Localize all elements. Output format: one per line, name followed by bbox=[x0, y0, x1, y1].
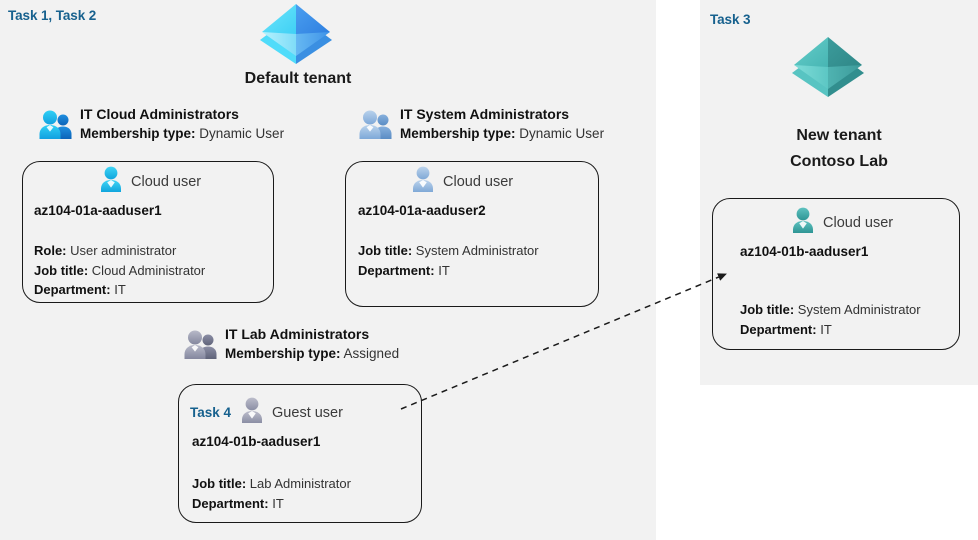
card-property-value: IT bbox=[272, 495, 284, 511]
group-membership-label: Membership type: bbox=[400, 126, 516, 141]
task-label-1-2: Task 1, Task 2 bbox=[8, 8, 97, 23]
card-user-type: Cloud user bbox=[823, 214, 894, 231]
card-properties: Job title: System Administrator Departme… bbox=[740, 300, 921, 339]
task-label-3: Task 3 bbox=[710, 12, 751, 27]
group-membership-value: Assigned bbox=[343, 346, 400, 361]
contoso-tenant-caption-line2: Contoso Lab bbox=[790, 153, 888, 170]
card-property-row: Department: IT bbox=[34, 280, 205, 300]
card-user-header: Task 4 Guest user bbox=[190, 396, 343, 429]
card-property-value: IT bbox=[114, 282, 126, 297]
card-property-value: System Administrator bbox=[797, 302, 921, 317]
group-membership-label: Membership type: bbox=[80, 126, 196, 141]
card-property-row: Department: IT bbox=[192, 494, 351, 514]
cloud-user-icon bbox=[410, 165, 436, 198]
card-properties: Role: User administrator Job title: Clou… bbox=[34, 241, 205, 300]
group-it-cloud-administrators: IT Cloud Administrators Membership type:… bbox=[38, 105, 284, 146]
group-title: IT Cloud Administrators bbox=[80, 106, 239, 122]
card-user-type: Cloud user bbox=[131, 173, 202, 190]
card-property-value: IT bbox=[820, 321, 832, 337]
card-user-name: az104-01a-aaduser1 bbox=[34, 203, 162, 218]
card-properties: Job title: System Administrator Departme… bbox=[358, 241, 539, 280]
card-property-row: Job title: Cloud Administrator bbox=[34, 261, 205, 281]
card-property-value: Lab Administrator bbox=[249, 476, 351, 491]
group-users-icon bbox=[358, 109, 394, 146]
card-property-row: Department: IT bbox=[740, 320, 921, 340]
group-title: IT System Administrators bbox=[400, 106, 570, 122]
card-property-label: Job title: bbox=[358, 243, 413, 258]
card-property-row: Role: User administrator bbox=[34, 241, 205, 261]
group-users-icon bbox=[38, 109, 74, 146]
card-property-row: Job title: System Administrator bbox=[740, 300, 921, 320]
default-tenant-caption: Default tenant bbox=[244, 70, 352, 87]
group-membership-type: Membership type: Dynamic User bbox=[80, 124, 284, 144]
group-it-lab-administrators: IT Lab Administrators Membership type: A… bbox=[183, 325, 399, 366]
default-tenant-panel bbox=[0, 0, 656, 540]
group-membership-value: Dynamic User bbox=[519, 126, 605, 141]
group-membership-type: Membership type: Assigned bbox=[225, 344, 399, 364]
card-property-label: Job title: bbox=[740, 302, 795, 317]
card-user-header: Cloud user bbox=[98, 165, 201, 198]
group-users-icon bbox=[183, 329, 219, 366]
cloud-user-icon bbox=[98, 165, 124, 198]
user-card-az104-01a-aaduser1[interactable] bbox=[22, 161, 274, 303]
card-property-label: Role: bbox=[34, 243, 67, 258]
card-property-value: Cloud Administrator bbox=[91, 262, 206, 278]
card-user-header: Cloud user bbox=[410, 165, 513, 198]
group-title: IT Lab Administrators bbox=[225, 326, 370, 342]
contoso-tenant-caption-line1: New tenant bbox=[796, 127, 882, 144]
card-property-label: Department: bbox=[34, 282, 111, 297]
card-property-row: Job title: Lab Administrator bbox=[192, 474, 351, 494]
task-label-4: Task 4 bbox=[190, 405, 232, 420]
card-property-label: Department: bbox=[192, 495, 269, 511]
card-user-name: az104-01b-aaduser1 bbox=[192, 434, 321, 449]
card-property-label: Department: bbox=[358, 262, 435, 278]
cloud-user-icon bbox=[790, 206, 816, 239]
tenant-pyramid-icon-contoso bbox=[790, 35, 866, 102]
card-property-value: System Administrator bbox=[415, 243, 539, 258]
card-properties: Job title: Lab Administrator Department:… bbox=[192, 474, 351, 513]
card-user-type: Cloud user bbox=[443, 173, 514, 190]
card-user-type: Guest user bbox=[272, 404, 343, 421]
card-property-value: IT bbox=[438, 262, 450, 278]
group-it-system-administrators: IT System Administrators Membership type… bbox=[358, 105, 604, 146]
card-property-label: Job title: bbox=[192, 476, 247, 491]
card-property-label: Department: bbox=[740, 321, 817, 337]
group-membership-label: Membership type: bbox=[225, 346, 341, 361]
card-user-name: az104-01a-aaduser2 bbox=[358, 203, 486, 218]
group-membership-value: Dynamic User bbox=[199, 126, 285, 141]
guest-user-icon bbox=[239, 396, 265, 429]
card-property-value: User administrator bbox=[70, 243, 177, 258]
card-user-name: az104-01b-aaduser1 bbox=[740, 244, 869, 259]
user-card-guest-az104-01b-aaduser1[interactable] bbox=[178, 384, 422, 523]
card-property-row: Department: IT bbox=[358, 261, 539, 281]
card-property-row: Job title: System Administrator bbox=[358, 241, 539, 261]
card-user-header: Cloud user bbox=[790, 206, 893, 239]
tenant-pyramid-icon-default bbox=[258, 2, 334, 69]
group-membership-type: Membership type: Dynamic User bbox=[400, 124, 604, 144]
card-property-label: Job title: bbox=[34, 262, 89, 278]
